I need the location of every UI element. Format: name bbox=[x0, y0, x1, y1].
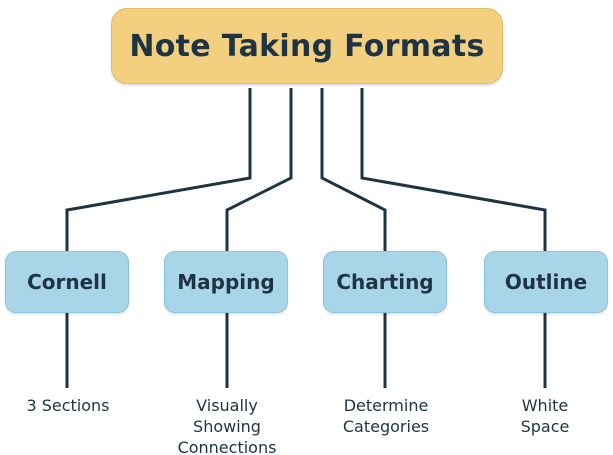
detail-mapping: Visually Showing Connections bbox=[177, 396, 277, 455]
connector-root-cornell bbox=[65, 88, 252, 251]
format-label-charting: Charting bbox=[336, 270, 434, 294]
detail-charting: Determine Categories bbox=[342, 396, 430, 436]
detail-cornell: 3 Sections bbox=[26, 396, 110, 415]
format-label-mapping: Mapping bbox=[177, 270, 275, 294]
connector-root-mapping bbox=[225, 88, 293, 251]
format-node-outline: Outline bbox=[484, 251, 608, 313]
detail-outline: White Space bbox=[520, 396, 570, 436]
format-label-cornell: Cornell bbox=[27, 270, 107, 294]
format-node-charting: Charting bbox=[323, 251, 447, 313]
format-label-outline: Outline bbox=[504, 270, 588, 294]
root-label: Note Taking Formats bbox=[129, 28, 485, 64]
connector-root-charting bbox=[320, 88, 387, 251]
root-node: Note Taking Formats bbox=[111, 8, 503, 84]
format-node-cornell: Cornell bbox=[5, 251, 129, 313]
connector-root-outline bbox=[360, 88, 547, 251]
format-node-mapping: Mapping bbox=[164, 251, 288, 313]
